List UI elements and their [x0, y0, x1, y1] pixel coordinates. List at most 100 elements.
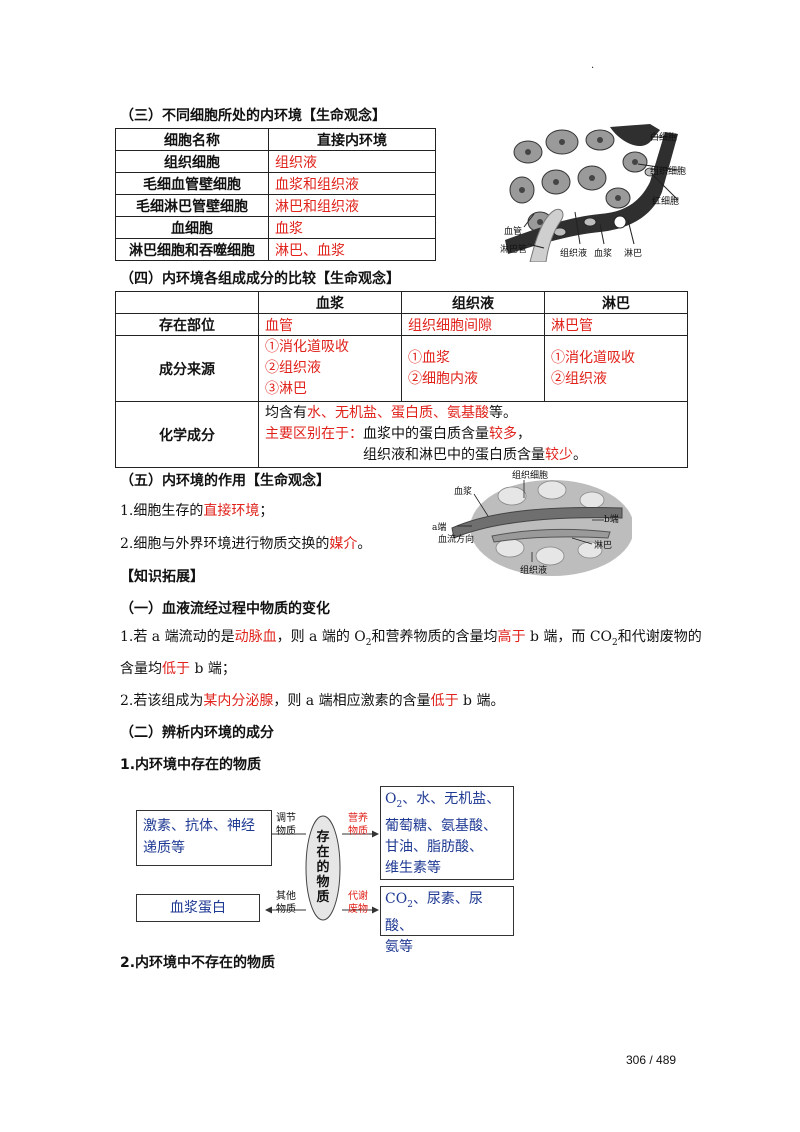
extension-s1-title: （一）血液流经过程中物质的变化 [120, 601, 330, 617]
ext-p1i: 低于 [162, 661, 190, 677]
ext-p2d: 低于 [430, 693, 459, 709]
ext-p2a: 2.若该组成为 [120, 693, 204, 709]
ext-p1e: 高于 [497, 629, 526, 645]
bloodflow-figure: 组织细胞 血浆 b端 a端 血流方向 淋巴 组织液 [432, 466, 634, 578]
section5-p2: 2.细胞与外界环境进行物质交换的媒介。 [120, 533, 371, 553]
box-plasma-protein: 血浆蛋白 [136, 894, 260, 922]
table2-location-tissue: 组织细胞间隙 [401, 313, 545, 336]
label-regulatory: 调节 物质 [276, 812, 296, 838]
source-lymph-2: ②组织液 [551, 370, 607, 387]
label-flow: 血流方向 [438, 535, 475, 545]
label-regulatory-2: 物质 [276, 826, 296, 837]
label-nutrient: 营养 物质 [348, 812, 368, 838]
substance-diagram-arrows [265, 815, 379, 921]
table2-location-lymph: 淋巴管 [544, 313, 688, 336]
ext-p1d: 和营养物质的含量均 [371, 629, 498, 645]
extension-s2-2: 2.内环境中不存在的物质 [120, 955, 276, 971]
label-white-cell: 白细胞 [650, 133, 678, 143]
table2-corner [115, 291, 259, 314]
s5-p1a: 1.细胞生存的 [120, 503, 204, 519]
substance-diagram: 激素、抗体、神经递质等 血浆蛋白 调节 物质 营养 物质 其他 物质 代谢 废物… [130, 782, 520, 955]
extension-p2: 2.若该组成为某内分泌腺，则 a 端相应激素的含量低于 b 端。 [120, 690, 504, 710]
table2-source-label: 成分来源 [115, 335, 259, 402]
component-comparison-table: 血浆 组织液 淋巴 存在部位 血管 组织细胞间隙 淋巴管 成分来源 ①消化道吸收… [115, 291, 688, 468]
label-b-end: b端 [604, 515, 619, 525]
label-nutrient-1: 营养 [348, 813, 368, 824]
label-waste: 代谢 废物 [348, 890, 368, 916]
table1-cell: 淋巴细胞和吞噬细胞 [115, 238, 269, 261]
s5-p1c: ； [259, 503, 274, 519]
ext-p1c: ，则 a 端的 O [276, 629, 366, 645]
nutrient-l2: 葡萄糖、氨基酸、 [385, 817, 497, 834]
section4-title: （四）内环境各组成成分的比较【生命观念】 [120, 271, 400, 287]
extension-p1-line1: 1.若 a 端流动的是动脉血，则 a 端的 O2和营养物质的含量均高于 b 端，… [120, 626, 702, 648]
label-plasma-2: 血浆 [454, 487, 473, 497]
source-plasma-3: ③淋巴 [265, 381, 307, 397]
ext-p1b: 动脉血 [234, 629, 277, 645]
ext-p2b: 某内分泌腺 [203, 693, 274, 709]
table1-cell: 血细胞 [115, 216, 269, 239]
table2-chem-content: 均含有水、无机盐、蛋白质、氨基酸等。 主要区别在于：血浆中的蛋白质含量较多， 组… [258, 401, 688, 468]
ext-p1g: 和代谢废物的 [617, 629, 702, 645]
chem-l3c: 。 [573, 447, 587, 463]
source-lymph-1: ①消化道吸收 [551, 349, 635, 366]
table1-cell: 毛细血管壁细胞 [115, 172, 269, 195]
bloodflow-figure-drawing [451, 480, 634, 576]
top-dot: . [591, 60, 595, 71]
label-vessel: 血管 [504, 227, 523, 237]
chem-l1c: 等。 [489, 405, 517, 421]
ext-p1h: 含量均 [120, 661, 162, 677]
ext-p1-sub2: 2 [612, 637, 618, 648]
label-other: 其他 物质 [276, 890, 296, 916]
nutrient-l4: 维生素等 [385, 859, 441, 876]
label-tissue-cell: 组织细胞 [650, 167, 687, 177]
label-regulatory-1: 调节 [276, 813, 296, 824]
center-char-2: 在 [316, 845, 330, 860]
cell-environment-table: 细胞名称 直接内环境 组织细胞 组织液 毛细血管壁细胞 血浆和组织液 毛细淋巴管… [115, 128, 436, 261]
table1-env: 血浆和组织液 [268, 172, 436, 195]
chem-l1b: 水、无机盐、蛋白质、氨基酸 [307, 405, 489, 421]
table2-header-plasma: 血浆 [258, 291, 402, 314]
tissue-figure-drawing [500, 122, 690, 263]
s5-p1b: 直接环境 [203, 503, 260, 519]
label-a-end: a端 [432, 523, 447, 533]
chem-l1a: 均含有 [265, 405, 307, 421]
center-char-1: 存 [316, 830, 330, 845]
label-other-2: 物质 [276, 904, 296, 915]
ext-p1a: 1.若 a 端流动的是 [120, 629, 235, 645]
nutrient-o-sub: 2 [396, 799, 403, 810]
table2-header-tissue: 组织液 [401, 291, 545, 314]
source-tissue-1: ①血浆 [408, 349, 450, 366]
s5-p2c: 。 [357, 536, 372, 552]
waste-co-sub: 2 [407, 899, 413, 910]
waste-l1: 、尿素、尿酸、 [385, 891, 483, 934]
box-waste: CO2、尿素、尿酸、 氨等 [380, 886, 514, 955]
waste-l2: 氨等 [385, 938, 413, 955]
label-plasma: 血浆 [594, 249, 613, 259]
label-lymph-2: 淋巴 [594, 541, 613, 551]
table2-source-plasma: ①消化道吸收 ②组织液 ③淋巴 [258, 335, 402, 402]
chem-l2d: ， [517, 426, 531, 442]
table2-location-label: 存在部位 [115, 313, 259, 336]
label-tissue-fluid: 组织液 [560, 249, 588, 259]
extension-p1-line2: 含量均低于 b 端； [120, 658, 236, 678]
center-char-5: 质 [316, 890, 330, 905]
section3-title: （三）不同细胞所处的内环境【生命观念】 [120, 108, 386, 124]
source-plasma-2: ②组织液 [265, 360, 321, 376]
table2-chem-label: 化学成分 [115, 401, 259, 468]
table1-cell: 组织细胞 [115, 150, 269, 173]
label-tissue-cell-2: 组织细胞 [512, 471, 549, 481]
label-tissue-fluid-2: 组织液 [520, 566, 548, 576]
table1-env: 组织液 [268, 150, 436, 173]
ext-p1j: b 端； [190, 661, 236, 677]
table1-env: 淋巴和组织液 [268, 194, 436, 217]
ext-p2c: ，则 a 端相应激素的含量 [273, 693, 431, 709]
section5-title: （五）内环境的作用【生命观念】 [120, 473, 330, 489]
ext-p1f: b 端，而 CO [525, 629, 613, 645]
extension-s2-1: 1.内环境中存在的物质 [120, 757, 262, 773]
section5-p1: 1.细胞生存的直接环境； [120, 500, 273, 520]
table1-env: 淋巴、血浆 [268, 238, 436, 261]
ext-p1-sub1: 2 [365, 637, 372, 648]
table1-header-env: 直接内环境 [268, 128, 436, 151]
page-number: 306 / 489 [626, 1053, 677, 1067]
